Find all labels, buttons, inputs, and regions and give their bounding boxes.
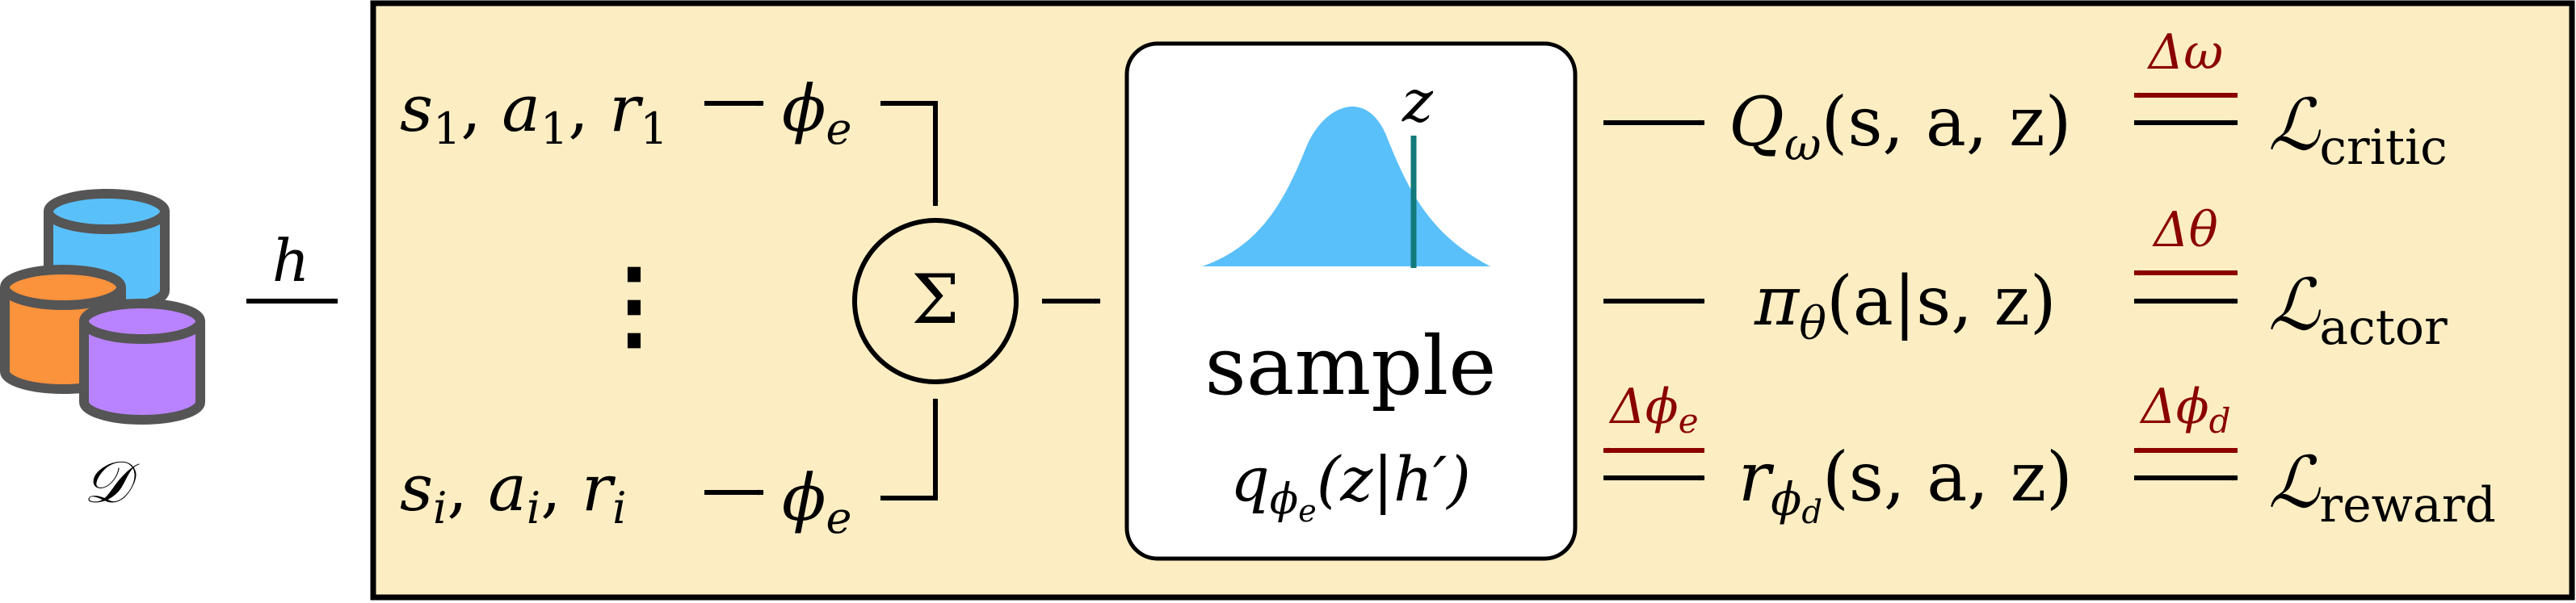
z-label: z [1401, 67, 1434, 135]
sum-symbol: Σ [911, 260, 959, 339]
reward-loss: ℒreward [2268, 441, 2496, 534]
encoder-last: ϕe [782, 460, 852, 543]
actor-loss: ℒactor [2268, 263, 2448, 356]
encoder-first: ϕe [782, 71, 852, 154]
critic-function: Qω(s, a, z) [1729, 82, 2071, 171]
sum-node [852, 218, 1019, 384]
transition-last: si, ai, ri [400, 450, 627, 534]
critic-loss: ℒcritic [2268, 83, 2448, 176]
history-label: h [272, 227, 309, 295]
actor-function: πθ(a|s, z) [1754, 262, 2057, 350]
posterior-label: qϕe(z|h′) [1230, 443, 1471, 529]
ellipsis-dots: ⋮ [586, 247, 683, 361]
reward-function: rϕd(s, a, z) [1738, 438, 2073, 531]
actor-grad-label: Δθ [2152, 202, 2217, 258]
encoder-to-sum-arrow-bottom [880, 398, 939, 500]
critic-grad-label: Δω [2147, 24, 2223, 81]
sampler-title: sample [1205, 319, 1497, 413]
reward-grad-label: Δϕd [2139, 379, 2230, 441]
encoder-to-sum-arrow-top [880, 101, 939, 207]
database-purple-icon [79, 299, 205, 425]
database-stack-icon [0, 189, 205, 425]
dataset-label: 𝒟 [83, 448, 140, 516]
transition-first: s1, a1, r1 [400, 71, 668, 154]
gaussian-curve [1202, 107, 1490, 266]
sampler-box [1124, 41, 1578, 561]
encoder-grad-label: Δϕe [1608, 379, 1698, 441]
